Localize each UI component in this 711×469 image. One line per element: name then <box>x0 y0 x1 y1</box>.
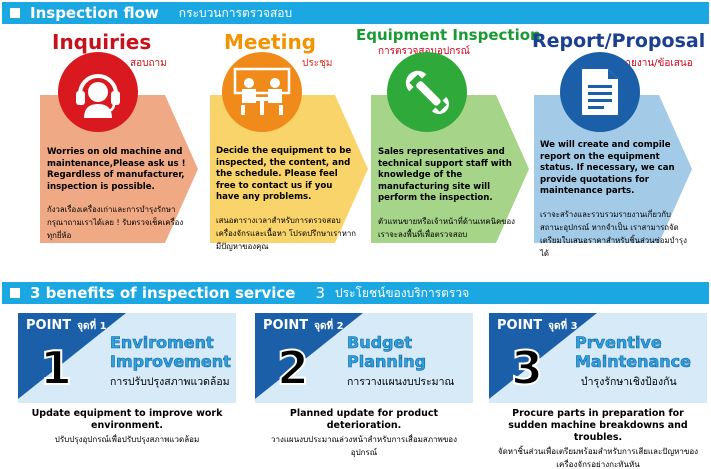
step-title-equipment-inspection: Equipment Inspection <box>356 26 541 44</box>
point-description: Planned update for product deterioration… <box>259 408 469 459</box>
banner-title: Inspection flow <box>30 4 159 22</box>
point-description-thai: ปรับปรุงอุปกรณ์เพื่อปรับปรุงสภาพแวดล้อม <box>54 435 200 444</box>
step-text-equipment-inspection: Sales representatives and technical supp… <box>378 147 526 241</box>
step-text-meeting: Decide the equipment to be inspected, th… <box>216 146 358 253</box>
step-desc-th: เราจะสร้างและรวบรวมรายงานเกี่ยวกับสถานะอ… <box>540 209 687 258</box>
point-description: Procure parts in preparation for sudden … <box>493 408 703 469</box>
banner-title: 3 benefits of inspection service <box>30 284 296 302</box>
step-panel-meeting <box>210 95 368 243</box>
point-description-thai: วางแผนงบประมาณล่วงหน้าสำหรับการเสื่อมสภา… <box>270 435 458 457</box>
step-desc-th: ตัวแทนขายหรือเจ้าหน้าที่ด้านเทคนิคของเรา… <box>378 216 515 239</box>
step-panel-equipment-inspection <box>371 95 529 243</box>
step-sub-meeting: ประชุม <box>302 58 333 69</box>
point-title: Enviroment Improvement <box>110 333 231 372</box>
point-number: 2 <box>276 340 310 396</box>
point-number: 1 <box>39 340 73 396</box>
step-text-report-proposal: We will create and compile report on the… <box>540 140 690 260</box>
point-title-thai: บำรุงรักษาเชิงป้องกัน <box>581 376 677 388</box>
step-desc-th: เสนอตารางเวลาสำหรับการตรวจสอบเครื่องจักร… <box>216 215 356 251</box>
chevron-shape <box>40 95 198 243</box>
step-sub-equipment-inspection: การตรวจสอบอุปกรณ์ <box>378 44 470 59</box>
banner-title-thai: ประโยชน์ของบริการตรวจ <box>335 285 470 300</box>
card-background <box>489 313 707 403</box>
banner-title-thai: กระบวนการตรวจสอบ <box>178 5 293 20</box>
point-title-thai: การปรับปรุงสภาพแวดล้อม <box>110 376 230 388</box>
wrench-icon <box>387 52 467 132</box>
square-bullet-icon <box>10 8 20 18</box>
step-desc-th: กังวลเรื่องเครื่องเก่าและการบำรุงรักษา ก… <box>47 205 184 240</box>
step-desc-en: We will create and compile report on the… <box>540 140 675 196</box>
banner-number: 3 <box>315 284 326 302</box>
step-desc-en: Sales representatives and technical supp… <box>378 147 512 203</box>
meeting-table-icon <box>222 52 302 132</box>
step-sub-inquiries: สอบถาม <box>130 58 167 69</box>
headset-support-icon <box>58 52 138 132</box>
step-text-inquiries: Worries on old machine and maintenance,P… <box>47 147 187 242</box>
chevron-shape <box>534 95 692 243</box>
step-title-inquiries: Inquiries <box>52 30 152 54</box>
step-title-meeting: Meeting <box>224 30 317 54</box>
point-description: Update equipment to improve work environ… <box>22 408 232 446</box>
point-title: Prventive Maintenance <box>575 333 692 372</box>
card-background <box>255 313 473 403</box>
square-bullet-icon <box>10 288 20 298</box>
card-background <box>18 313 236 403</box>
benefits-banner: 3 benefits of inspection service 3 ประโย… <box>2 282 709 304</box>
point-description-thai: จัดหาชิ้นส่วนเพื่อเตรียมพร้อมสำหรับการเส… <box>497 447 699 469</box>
inspection-flow-banner: Inspection flow กระบวนการตรวจสอบ <box>2 2 709 24</box>
step-desc-en: Worries on old machine and maintenance,P… <box>47 147 186 192</box>
step-title-report-proposal: Report/Proposal <box>532 30 706 52</box>
step-panel-inquiries <box>40 95 198 243</box>
point-title-thai: การวางแผนงบประมาณ <box>347 376 455 388</box>
step-sub-report-proposal: รายงาน/ข้อเสนอ <box>620 58 693 69</box>
chevron-shape <box>210 95 368 243</box>
step-panel-report-proposal <box>534 95 692 243</box>
point-number: 3 <box>510 340 544 396</box>
document-icon <box>560 52 640 132</box>
chevron-shape <box>371 95 529 243</box>
step-desc-en: Decide the equipment to be inspected, th… <box>216 146 352 202</box>
point-title: Budget Planning <box>347 333 427 372</box>
